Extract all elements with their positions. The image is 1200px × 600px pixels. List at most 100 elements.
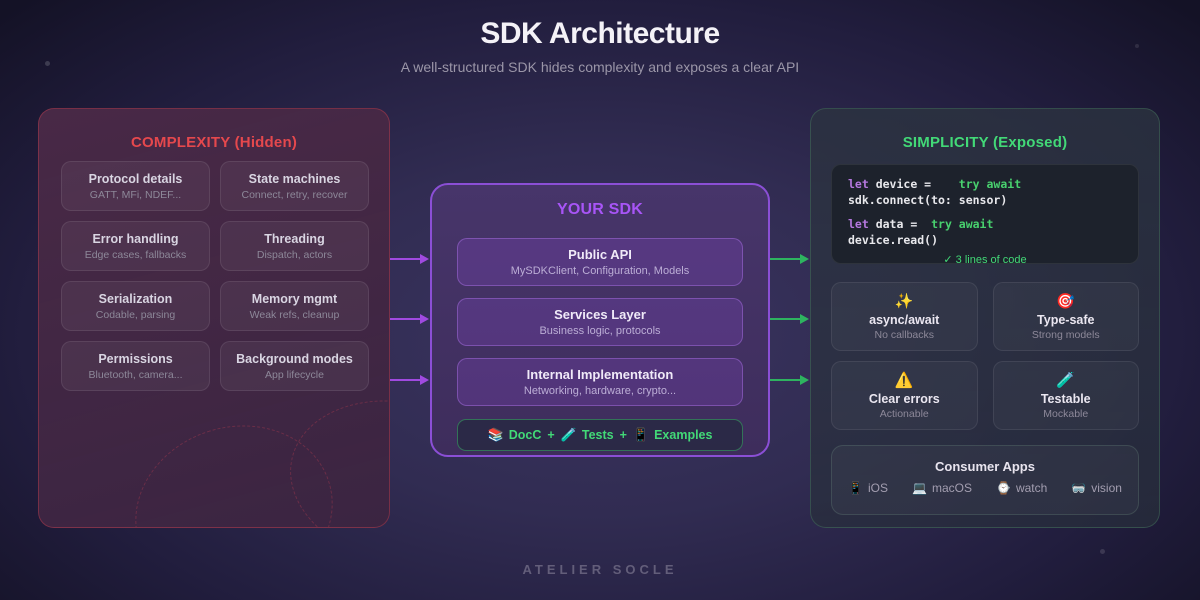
ios-icon: 📱	[848, 481, 863, 495]
docc-icon: 📚	[487, 427, 504, 442]
code-token: try await	[938, 177, 1022, 191]
feature-subtitle: Actionable	[879, 407, 929, 420]
code-line: sdk.connect(to: sensor)	[848, 192, 1122, 208]
examples-icon: 📱	[632, 427, 650, 442]
complexity-card-title: Permissions	[98, 351, 173, 366]
clear-errors-icon: ⚠️	[894, 371, 914, 389]
consumer-app-vision: 🥽 vision	[1071, 481, 1122, 495]
simplicity-panel: SIMPLICITY (Exposed) let device = try aw…	[810, 108, 1160, 528]
feature-title: Clear errors	[868, 391, 940, 406]
arrow-sdk-to-simplicity	[770, 375, 809, 385]
feature-subtitle: No callbacks	[874, 328, 935, 341]
simplicity-panel-title: SIMPLICITY (Exposed)	[902, 134, 1068, 151]
sdk-layer-subtitle: Networking, hardware, crypto...	[523, 385, 677, 397]
feature-subtitle: Strong models	[1031, 328, 1100, 341]
code-token: sdk.connect(to: sensor)	[848, 193, 1008, 207]
testable-icon: 🧪	[1056, 371, 1076, 389]
complexity-card-title: Threading	[264, 231, 325, 246]
complexity-card-subtitle: Weak refs, cleanup	[249, 308, 340, 321]
consumer-app-label: watch	[1015, 481, 1048, 495]
complexity-card-title: Background modes	[236, 351, 353, 366]
async-await-icon: ✨	[894, 292, 914, 310]
consumer-app-label: macOS	[931, 481, 972, 495]
watermark: ATELIER SOCLE	[522, 562, 678, 577]
sdk-layer-subtitle: Business logic, protocols	[539, 325, 661, 337]
complexity-card-subtitle: Edge cases, fallbacks	[84, 248, 187, 261]
page-title: SDK Architecture	[480, 17, 720, 50]
sdk-layer-stack: Public API MySDKClient, Configuration, Mo…	[457, 238, 743, 418]
complexity-card-title: Protocol details	[88, 171, 183, 186]
complexity-card-title: Serialization	[98, 291, 173, 306]
sdk-layer-title: Services Layer	[554, 307, 646, 322]
watch-icon: ⌚	[995, 481, 1011, 495]
sdk-extras-bar: 📚 DocC + 🧪 Tests + 📱 Examples	[457, 419, 743, 451]
decorative-dot	[1100, 549, 1105, 554]
vision-icon: 🥽	[1071, 481, 1087, 495]
sdk-footer-label: DocC	[508, 428, 542, 442]
sdk-layer-subtitle: MySDKClient, Configuration, Models	[510, 265, 690, 277]
complexity-card-title: Memory mgmt	[251, 291, 338, 306]
sdk-layer-title: Public API	[568, 247, 632, 262]
code-token: data =	[868, 217, 925, 231]
consumer-apps-row: 📱 iOS 💻macOS ⌚ watch 🥽 vision	[832, 481, 1138, 495]
consumer-apps-title: Consumer Apps	[935, 459, 1035, 474]
complexity-card-title: Error handling	[92, 231, 179, 246]
type-safe-icon: 🎯	[1056, 292, 1076, 310]
consumer-apps-card: Consumer Apps 📱 iOS 💻macOS ⌚ watch 🥽 vision	[831, 445, 1139, 515]
complexity-card-subtitle: Bluetooth, camera...	[88, 368, 183, 381]
consumer-app-label: vision	[1091, 481, 1122, 495]
sdk-footer-label: Tests	[581, 428, 614, 442]
sdk-layer-title: Internal Implementation	[526, 367, 674, 382]
arrow-sdk-to-simplicity	[770, 314, 809, 324]
arrow-complexity-to-sdk	[390, 314, 429, 324]
code-token: try await	[924, 217, 994, 231]
sdk-footer-label: Examples	[654, 428, 713, 442]
code-caption: ✓ 3 lines of code	[943, 254, 1027, 266]
feature-title: Type-safe	[1037, 312, 1095, 327]
feature-subtitle: Mockable	[1043, 407, 1089, 420]
complexity-card-subtitle: Codable, parsing	[95, 308, 176, 321]
feature-title: Testable	[1040, 391, 1091, 406]
decorative-dashed-curve	[112, 400, 356, 527]
decorative-dashed-curve	[274, 380, 389, 527]
complexity-card-title: State machines	[248, 171, 341, 186]
consumer-app-label: iOS	[868, 481, 889, 495]
consumer-app-macos: 💻macOS	[912, 481, 972, 495]
decorative-dot	[1135, 44, 1139, 48]
page-subtitle: A well-structured SDK hides complexity a…	[400, 59, 800, 75]
complexity-card-subtitle: GATT, MFi, NDEF...	[89, 188, 182, 201]
code-line: let data = try await	[848, 216, 1122, 232]
code-token: let	[848, 217, 869, 231]
sdk-footer-separator: +	[619, 428, 627, 442]
complexity-panel-title: COMPLEXITY (Hidden)	[130, 134, 298, 151]
complexity-card-subtitle: Connect, retry, recover	[241, 188, 348, 201]
consumer-app-ios: 📱 iOS	[848, 481, 888, 495]
code-line: let device = try await	[848, 176, 1122, 192]
complexity-card-subtitle: App lifecycle	[265, 368, 324, 381]
tests-icon: 🧪	[560, 427, 577, 442]
feature-title: async/await	[869, 312, 940, 327]
complexity-card-subtitle: Dispatch, actors	[256, 248, 333, 261]
code-token: device =	[868, 177, 939, 191]
sdk-panel-title: YOUR SDK	[556, 201, 644, 218]
sdk-footer-separator: +	[547, 428, 555, 442]
code-token: let	[848, 177, 869, 191]
arrow-complexity-to-sdk	[390, 375, 429, 385]
